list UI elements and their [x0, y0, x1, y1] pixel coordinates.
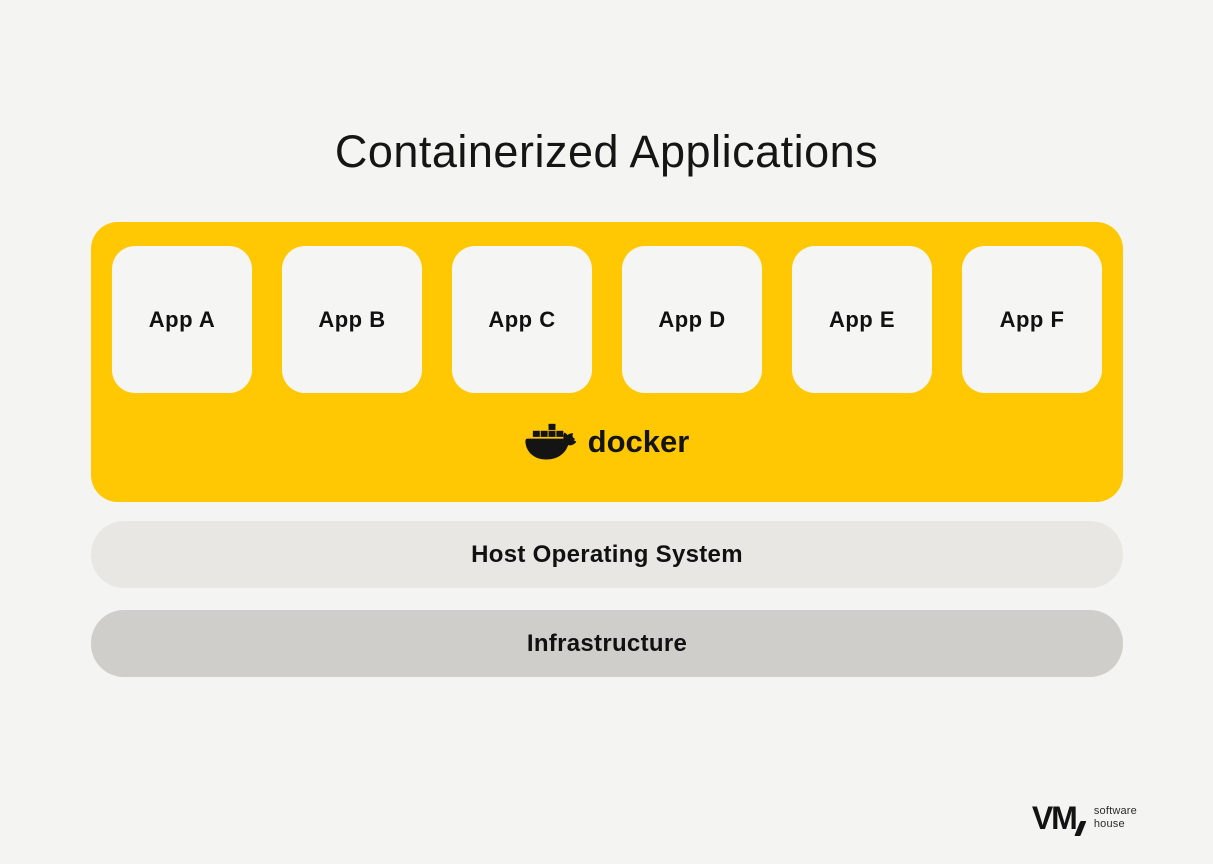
- app-box-c: App C: [452, 246, 592, 393]
- tagline-line-1: software: [1093, 805, 1137, 818]
- app-label: App D: [658, 306, 726, 332]
- docker-layer-container: App A App B App C App D App E App F: [91, 222, 1123, 502]
- vm-logo-tagline: software house: [1094, 805, 1137, 831]
- page-title: Containerized Applications: [334, 126, 879, 177]
- docker-brand: docker: [91, 422, 1123, 464]
- docker-whale-icon: [525, 423, 577, 460]
- app-box-b: App B: [282, 246, 422, 393]
- tagline-line-2: house: [1093, 818, 1125, 831]
- host-os-label: Host Operating System: [471, 540, 743, 568]
- app-box-d: App D: [622, 246, 762, 393]
- app-box-e: App E: [792, 246, 932, 393]
- infrastructure-layer: Infrastructure: [91, 610, 1123, 677]
- vm-software-house-logo: VM software house: [1031, 799, 1137, 836]
- docker-wordmark: docker: [587, 423, 690, 459]
- app-label: App A: [148, 306, 216, 332]
- infrastructure-label: Infrastructure: [526, 629, 688, 657]
- app-label: App B: [318, 306, 386, 332]
- vm-logo-mark: VM: [1031, 799, 1087, 836]
- app-label: App E: [828, 306, 896, 332]
- app-box-f: App F: [962, 246, 1102, 393]
- app-label: App F: [999, 306, 1065, 332]
- app-box-a: App A: [112, 246, 252, 393]
- apps-row: App A App B App C App D App E App F: [91, 222, 1123, 393]
- app-label: App C: [488, 306, 556, 332]
- vm-logo-text: VM: [1031, 799, 1078, 836]
- host-os-layer: Host Operating System: [91, 521, 1123, 588]
